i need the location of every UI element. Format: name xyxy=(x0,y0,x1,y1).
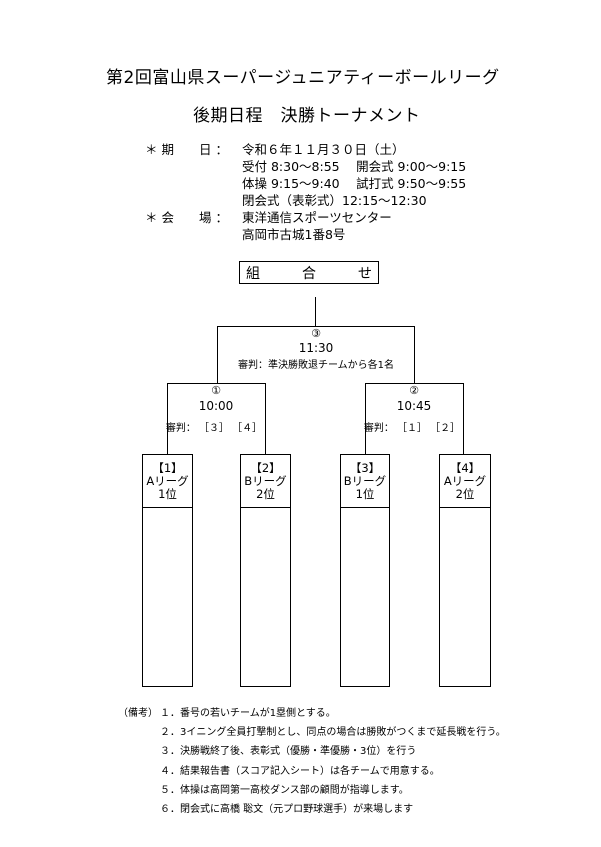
document-subtitle: 後期日程 決勝トーナメント xyxy=(193,106,421,126)
semi2-match-number: ② xyxy=(409,384,419,397)
notes-label: （備考） xyxy=(118,708,158,719)
team-3-info: 【3】 Bリーグ 1位 xyxy=(341,455,389,508)
team-2-rank: 2位 xyxy=(256,486,275,501)
date-value: 令和６年１１月３０日（土） xyxy=(242,142,405,157)
note-item-1: １．番号の若いチームが1塁側とする。 xyxy=(160,708,336,719)
semi2-match-time: 10:45 xyxy=(396,399,432,413)
final-match-time: 11:30 xyxy=(298,341,334,355)
team-1-seed: 【1】 xyxy=(152,460,183,475)
note-item-6: ６．閉会式に高橋 聡文（元プロ野球選手）が来場します xyxy=(160,804,414,815)
team-4-info: 【4】 Aリーグ 2位 xyxy=(440,455,490,508)
note-item-2: ２．3イニング全員打撃制とし、同点の場合は勝敗がつくまで延長戦を行う。 xyxy=(160,727,506,738)
note-item-5: ５．体操は高岡第一高校ダンス部の顧問が指導します。 xyxy=(160,785,409,796)
team-1-rank: 1位 xyxy=(158,486,177,501)
team-4-rank: 2位 xyxy=(455,486,475,501)
team-1-league: Aリーグ xyxy=(146,473,189,488)
team-2-league: Bリーグ xyxy=(244,473,287,488)
final-match-number: ③ xyxy=(311,327,321,340)
venue-label: ＊ 会 場 ： xyxy=(145,210,228,225)
team-4-seed: 【4】 xyxy=(449,460,481,475)
team-2-info: 【2】 Bリーグ 2位 xyxy=(241,455,290,508)
schedule-line-2: 体操 9:15～9:40 試打式 9:50～9:55 xyxy=(242,176,467,191)
schedule-line-1: 受付 8:30～8:55 開会式 9:00～9:15 xyxy=(242,159,467,174)
team-box-3: 【3】 Bリーグ 1位 xyxy=(340,454,390,687)
semi1-match-time: 10:00 xyxy=(198,399,234,413)
final-horizontal-line xyxy=(217,326,415,328)
team-box-4: 【4】 Aリーグ 2位 xyxy=(439,454,491,687)
semi1-umpire: 審判： ［３］ ［４］ xyxy=(165,423,263,434)
semi1-right-line xyxy=(265,383,267,455)
team-4-league: Aリーグ xyxy=(443,473,487,488)
note-item-3: ３．決勝戦終了後、表彰式（優勝・準優勝・3位）を行う xyxy=(160,746,417,757)
final-stem-line xyxy=(315,297,317,327)
team-3-rank: 1位 xyxy=(355,486,375,501)
final-right-line xyxy=(414,326,416,384)
final-umpire: 審判：準決勝敗退チームから各1名 xyxy=(237,360,395,371)
bracket-heading-text: 組 合 せ xyxy=(246,265,372,282)
semi2-horizontal-line xyxy=(365,383,464,385)
date-label: ＊ 期 日 ： xyxy=(145,142,228,157)
team-1-info: 【1】 Aリーグ 1位 xyxy=(143,455,192,508)
note-item-4: ４．結果報告書（スコア記入シート）は各チームで用意する。 xyxy=(160,766,440,777)
final-left-line xyxy=(217,326,219,384)
semi2-left-line xyxy=(365,383,367,455)
venue-address: 高岡市古城1番8号 xyxy=(242,227,346,242)
document-title: 第2回富山県スーパージュニアティーボールリーグ xyxy=(106,68,500,88)
semi2-right-line xyxy=(463,383,465,455)
venue-name: 東洋通信スポーツセンター xyxy=(242,210,392,225)
team-2-seed: 【2】 xyxy=(250,460,281,475)
team-3-league: Bリーグ xyxy=(343,473,387,488)
team-box-2: 【2】 Bリーグ 2位 xyxy=(240,454,291,687)
semi1-match-number: ① xyxy=(211,384,221,397)
bracket-heading: 組 合 せ xyxy=(239,261,379,284)
semi1-horizontal-line xyxy=(167,383,266,385)
schedule-line-3: 閉会式（表彰式）12:15～12:30 xyxy=(242,193,427,208)
semi2-umpire: 審判： ［１］ ［２］ xyxy=(363,423,461,434)
team-box-1: 【1】 Aリーグ 1位 xyxy=(142,454,193,687)
team-3-seed: 【3】 xyxy=(349,460,381,475)
semi1-left-line xyxy=(167,383,169,455)
